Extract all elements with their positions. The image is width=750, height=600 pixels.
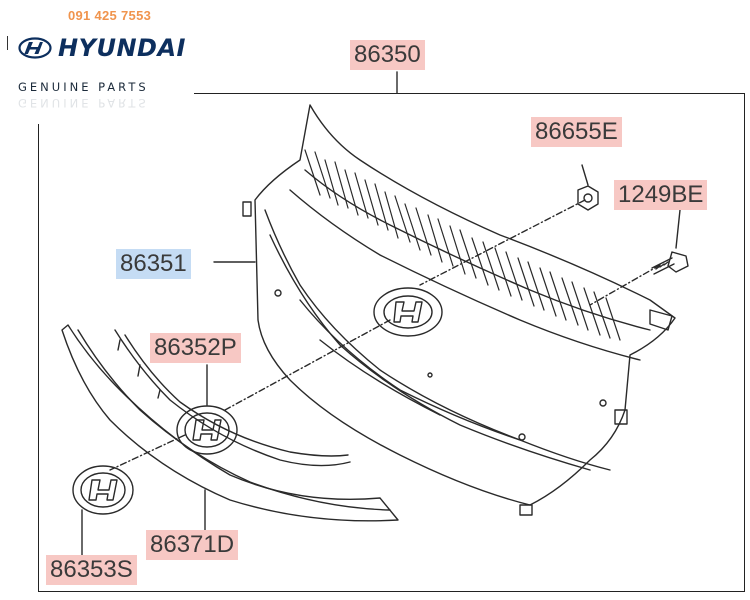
callout-86371d: 86371D [146, 530, 239, 560]
tagline-background [12, 78, 194, 124]
emblem-86353s-part [72, 465, 134, 515]
grille-body [254, 104, 676, 506]
screw-part [651, 257, 675, 275]
grille-emblem-outline [373, 287, 443, 337]
callout-86350: 86350 [350, 40, 425, 70]
clip-nut-part [577, 185, 599, 211]
brand-wordmark: HYUNDAI [58, 34, 186, 62]
emblem-86352p-part [176, 405, 238, 455]
callout-1249be: 1249BE [614, 180, 708, 210]
leader-1249be [675, 209, 681, 249]
text-cursor [7, 36, 8, 50]
callout-86351: 86351 [116, 249, 191, 279]
callout-86352p: 86352P [150, 333, 241, 363]
callout-86353s: 86353S [46, 555, 137, 585]
callout-86655e: 86655E [531, 117, 622, 147]
phone-number: 091 425 7553 [68, 8, 152, 23]
hyundai-emblem-icon [18, 37, 52, 59]
diagram-frame [38, 93, 745, 592]
leader-86655e [581, 164, 589, 186]
brand-tagline: GENUINE PARTS [18, 80, 149, 94]
brand-logo: HYUNDAI [18, 33, 186, 63]
